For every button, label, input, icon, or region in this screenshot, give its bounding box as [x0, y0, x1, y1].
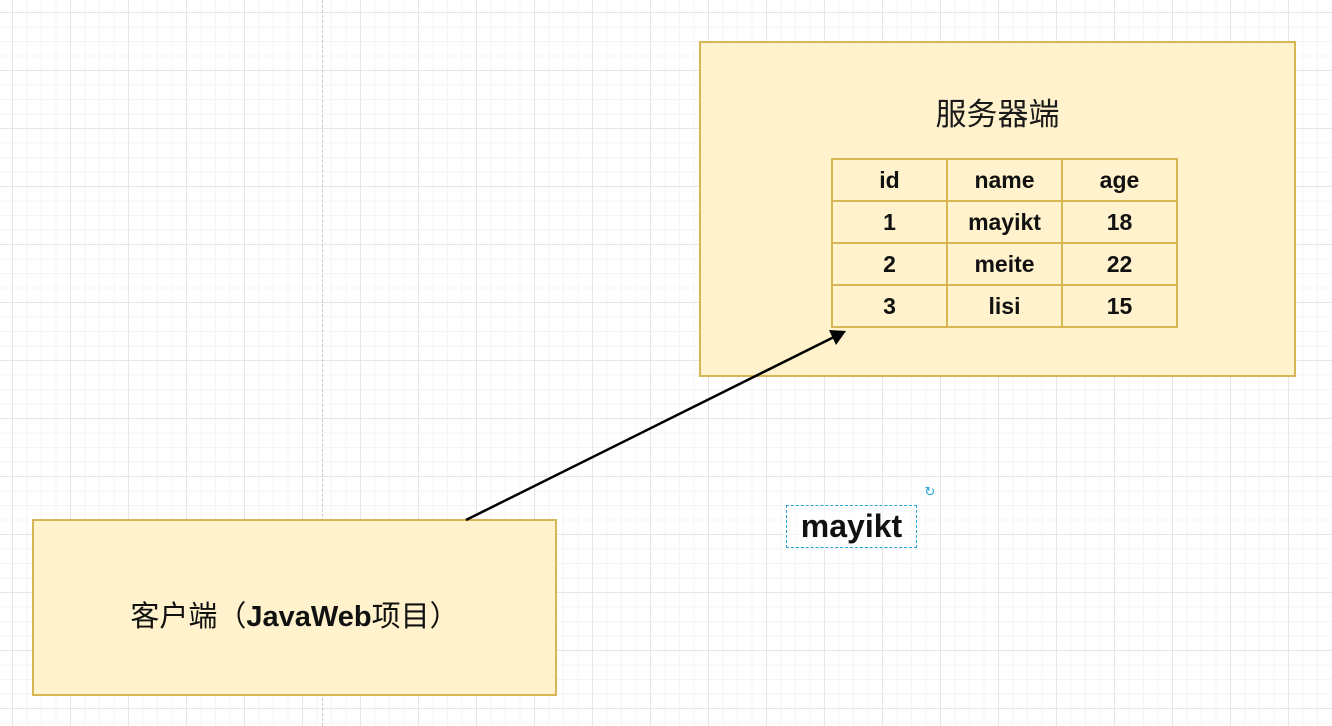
client-title-bold: JavaWeb: [246, 601, 372, 633]
table-row: 2 meite 22: [831, 242, 1178, 286]
table-cell: 22: [1061, 242, 1178, 286]
table-header-id: id: [831, 158, 948, 202]
page-divider: [322, 0, 323, 726]
table-header-age: age: [1061, 158, 1178, 202]
table-cell: 15: [1061, 284, 1178, 328]
table-row: 1 mayikt 18: [831, 200, 1178, 244]
table-header-name: name: [946, 158, 1063, 202]
table-cell: 2: [831, 242, 948, 286]
server-box[interactable]: 服务器端 id name age 1 mayikt 18 2 meite 22 …: [699, 41, 1296, 377]
client-title-prefix: 客户端（: [130, 599, 247, 633]
table-cell: lisi: [946, 284, 1063, 328]
rotate-icon[interactable]: ↻: [924, 485, 936, 500]
table-cell: 18: [1061, 200, 1178, 244]
table-row: 3 lisi 15: [831, 284, 1178, 328]
table-cell: 1: [831, 200, 948, 244]
floating-text-label[interactable]: mayikt: [786, 505, 917, 548]
server-title: 服务器端: [935, 97, 1060, 133]
table-cell: meite: [946, 242, 1063, 286]
client-box[interactable]: 客户端（JavaWeb项目）: [32, 519, 557, 696]
client-title: 客户端（JavaWeb项目）: [34, 593, 555, 635]
table-header-row: id name age: [831, 158, 1178, 202]
table-cell: 3: [831, 284, 948, 328]
table-cell: mayikt: [946, 200, 1063, 244]
data-table[interactable]: id name age 1 mayikt 18 2 meite 22 3 lis…: [831, 158, 1178, 328]
client-title-suffix: 项目）: [371, 599, 459, 633]
